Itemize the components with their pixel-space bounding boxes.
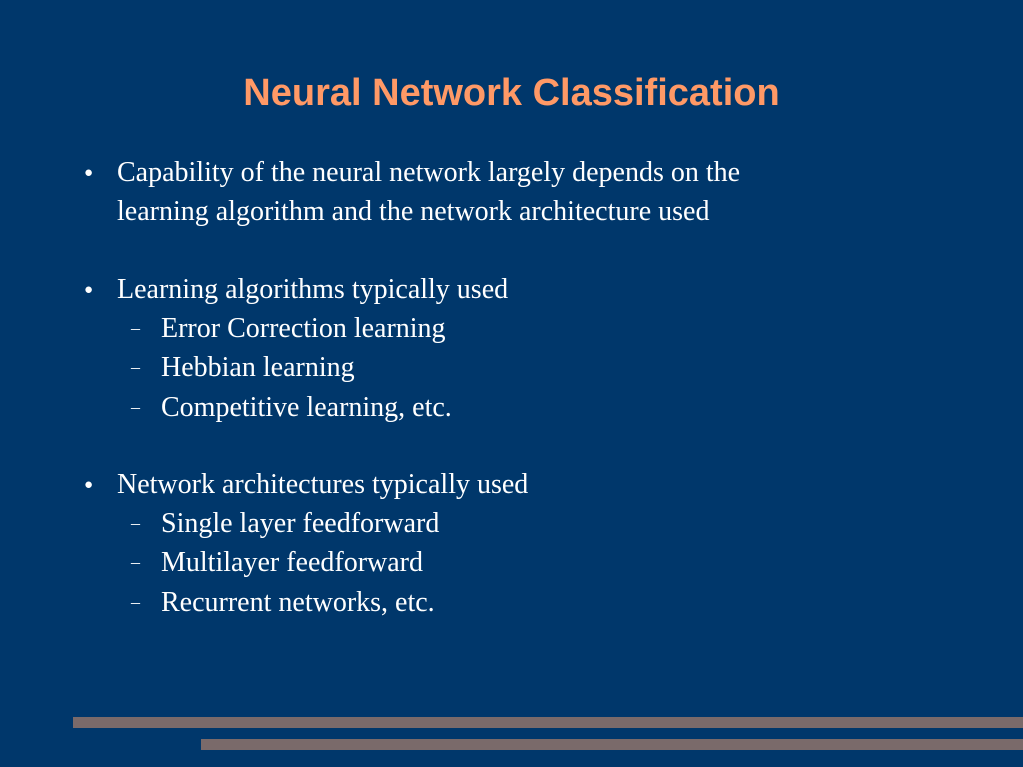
sub-item-hebbian: Hebbian learning: [161, 352, 355, 383]
sub-item-multilayer: Multilayer feedforward: [161, 547, 423, 578]
dash-icon: –: [131, 318, 140, 338]
bullet-icon: ●: [84, 477, 94, 493]
dash-icon: –: [131, 552, 140, 572]
bullet-icon: ●: [84, 165, 94, 181]
decorative-bar-bottom: [201, 739, 1023, 750]
bullet-capability-line-1: Capability of the neural network largely…: [117, 157, 741, 188]
bullet-icon: ●: [84, 282, 94, 298]
bullet-network-architectures: Network architectures typically used: [117, 469, 529, 500]
dash-icon: –: [131, 592, 140, 612]
sub-item-competitive: Competitive learning, etc.: [161, 392, 452, 423]
bullet-capability-line-2: learning algorithm and the network archi…: [117, 196, 710, 227]
sub-item-error-correction: Error Correction learning: [161, 313, 446, 344]
decorative-bar-top: [73, 717, 1023, 728]
sub-item-recurrent: Recurrent networks, etc.: [161, 587, 435, 618]
bullet-learning-algorithms: Learning algorithms typically used: [117, 274, 509, 305]
slide-title: Neural Network Classification: [243, 72, 780, 114]
dash-icon: –: [131, 357, 140, 377]
dash-icon: –: [131, 513, 140, 533]
sub-item-single-layer: Single layer feedforward: [161, 508, 440, 539]
dash-icon: –: [131, 397, 140, 417]
